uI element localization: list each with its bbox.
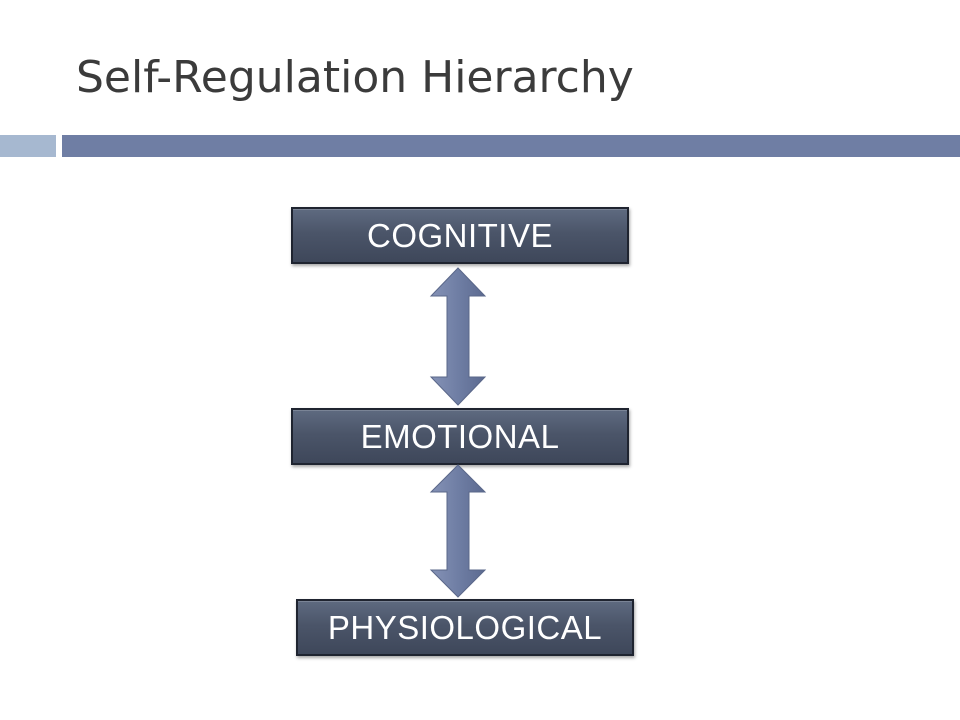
cognitive-level-box: COGNITIVE: [291, 207, 629, 264]
double-arrow-shape: [429, 464, 487, 598]
physiological-level-label: PHYSIOLOGICAL: [327, 608, 603, 646]
slide-title: Self-Regulation Hierarchy: [76, 52, 634, 103]
double-arrow-shape: [429, 267, 487, 406]
title-accent-bar-right: [62, 135, 960, 157]
emotional-level-box: EMOTIONAL: [291, 408, 629, 465]
cognitive-level-label: COGNITIVE: [366, 216, 554, 254]
double-arrow-icon: [429, 464, 487, 598]
double-arrow-icon: [429, 267, 487, 406]
emotional-level-label: EMOTIONAL: [360, 417, 560, 455]
physiological-level-box: PHYSIOLOGICAL: [296, 599, 634, 656]
title-accent-bar-left: [0, 135, 56, 157]
